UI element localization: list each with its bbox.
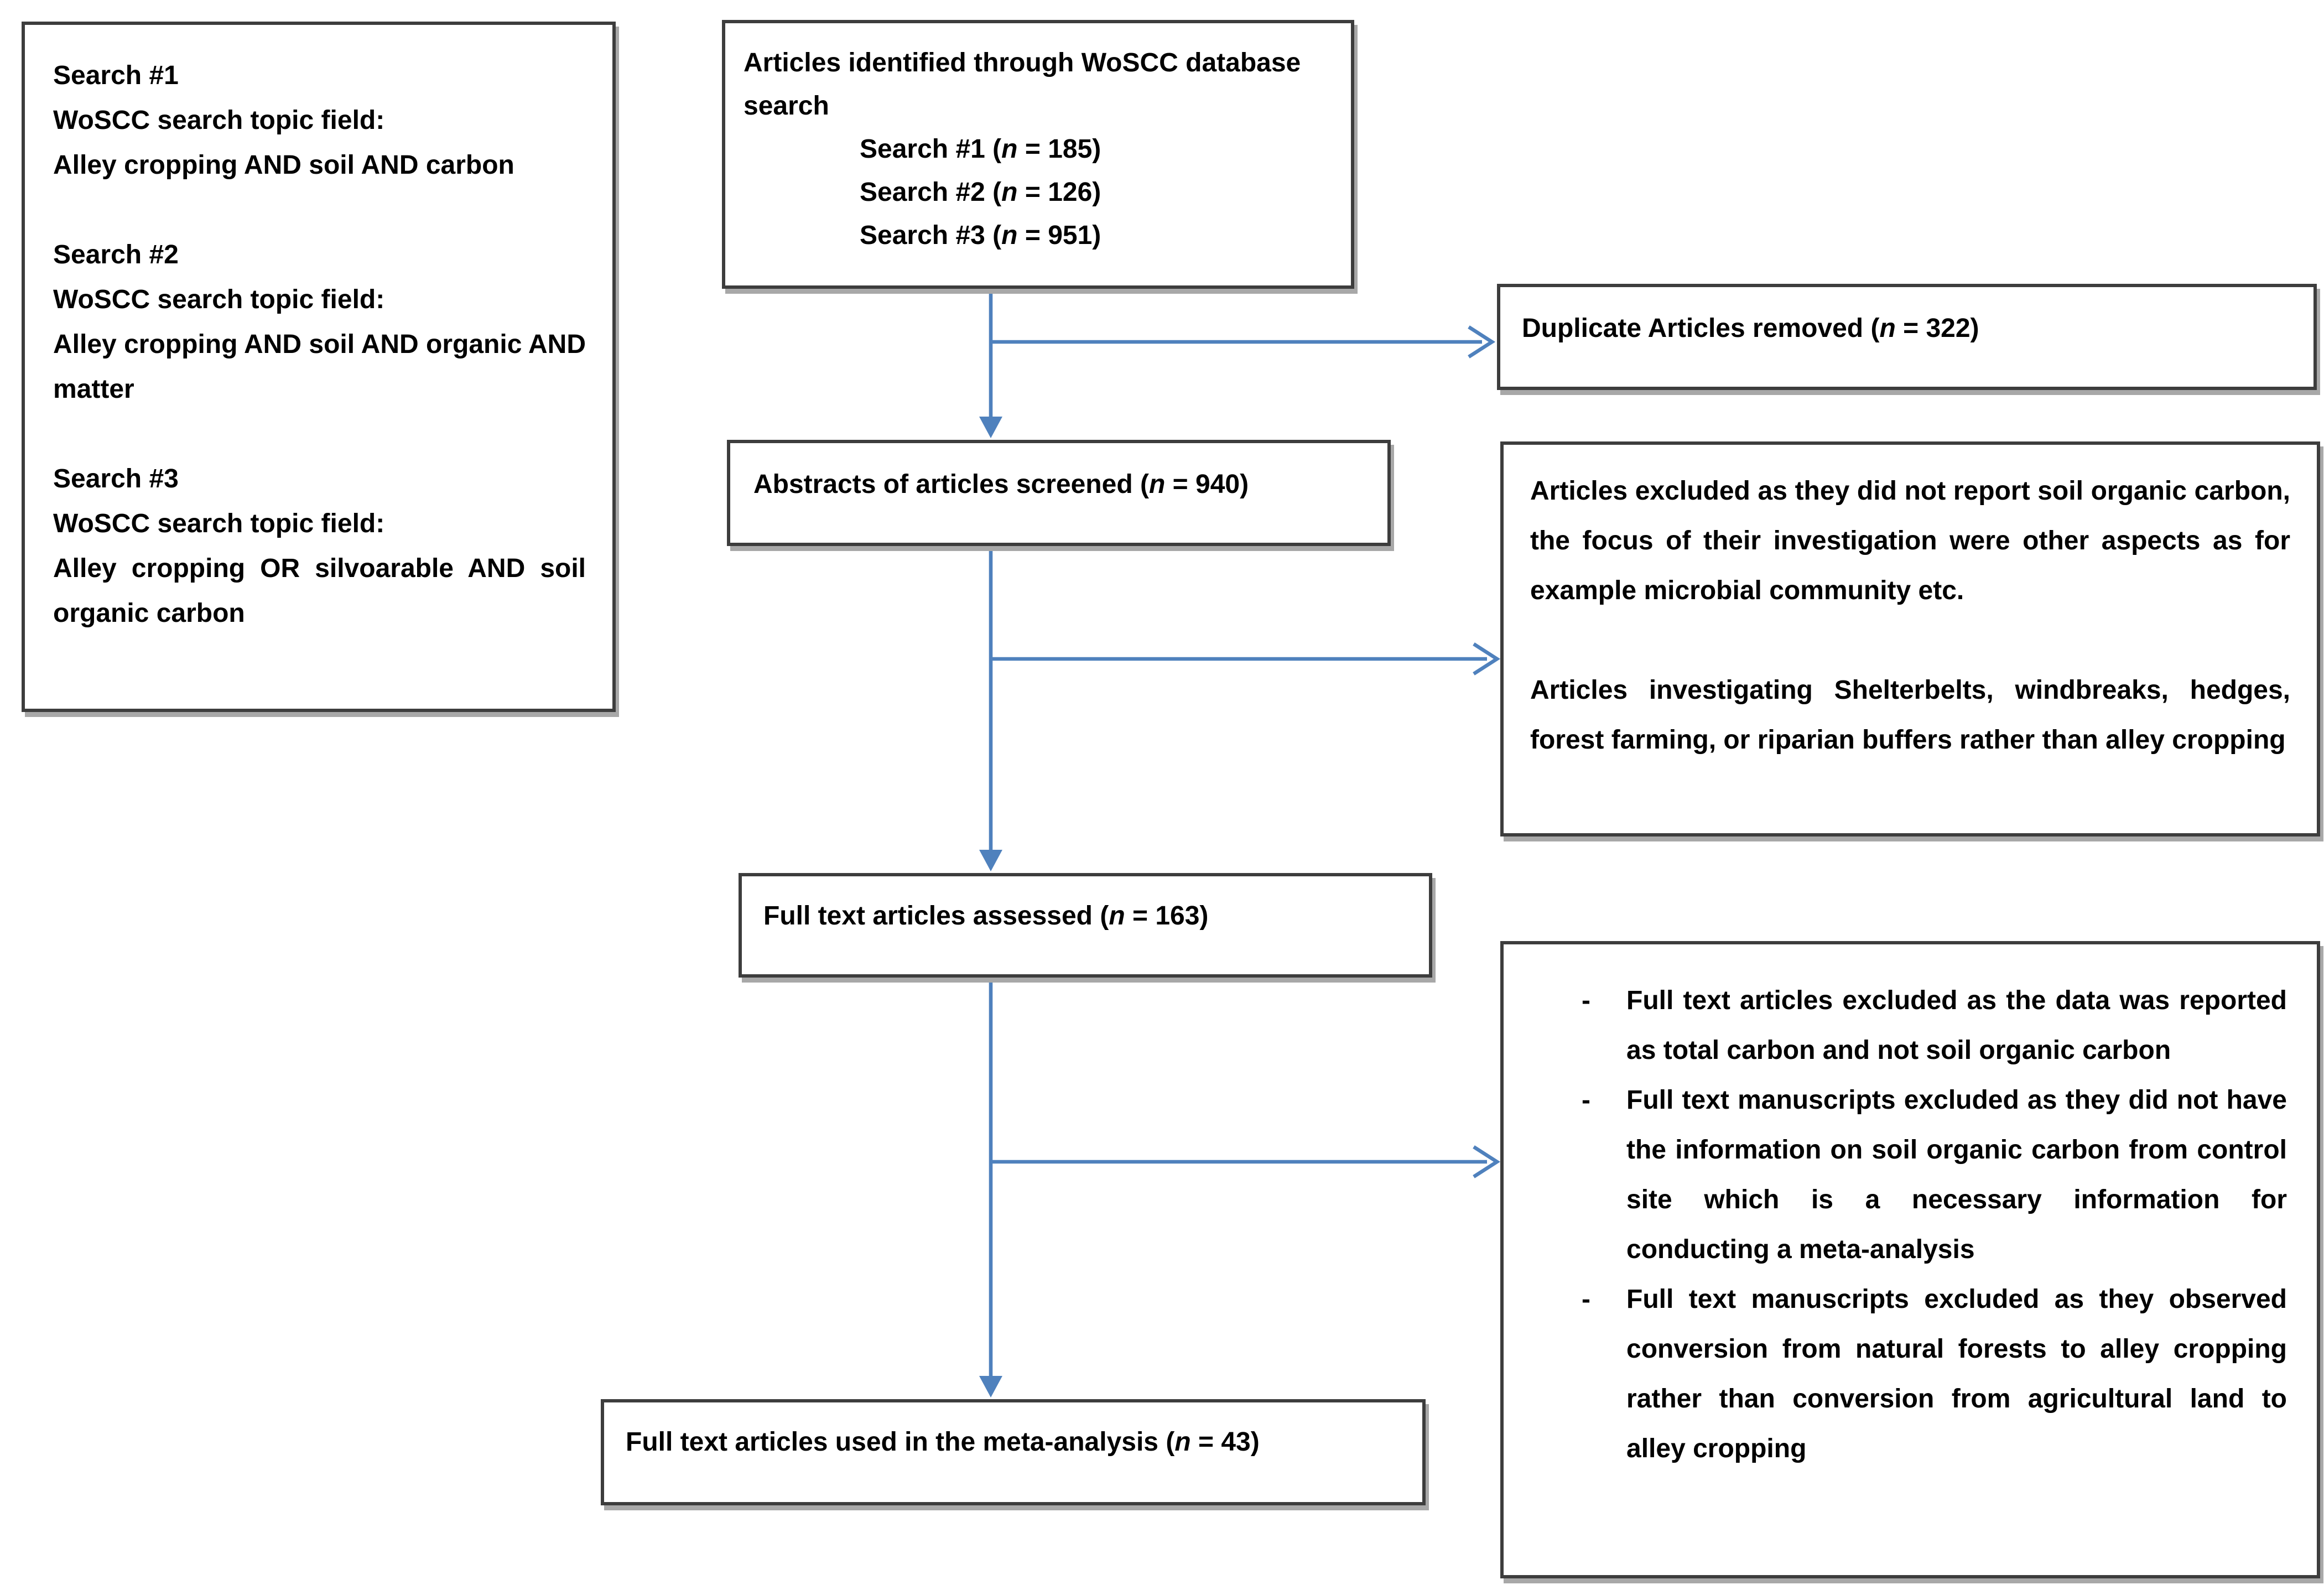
arrow-heads [979, 417, 1002, 1397]
abstracts-screened-box: Abstracts of articles screened (n = 940) [727, 440, 1391, 546]
count-value: = 43) [1190, 1427, 1260, 1457]
n-symbol: n [1148, 470, 1166, 499]
paren-open: ( [992, 178, 1002, 207]
bullet-dash: - [1582, 986, 1590, 1015]
n-symbol: n [1109, 901, 1125, 931]
paren-open: ( [992, 221, 1002, 250]
arrow-fulltext-to-final-head [979, 1376, 1002, 1397]
search-1-count: Search #1 (n = 185) [744, 128, 1324, 171]
fulltext-exclusion-text: Full text manuscripts excluded as they o… [1626, 1285, 2287, 1463]
paren-open: ( [1140, 470, 1149, 499]
n-symbol: n [1001, 134, 1018, 164]
count-value: = 185) [1017, 134, 1101, 164]
search-definition-1: Search #1 WoSCC search topic field: Alle… [53, 53, 586, 188]
search-query: Alley cropping AND soil AND organic AND … [53, 330, 586, 404]
screening-exclusion-paragraph-2: Articles investigating Shelterbelts, win… [1530, 676, 2290, 755]
count-label: Search #1 [860, 134, 993, 164]
final-text: Full text articles used in the meta-anal… [626, 1427, 1166, 1457]
count-label: Search #2 [860, 178, 993, 207]
search-definition-3: Search #3 WoSCC search topic field: Alle… [53, 456, 586, 636]
fulltext-assessed-box: Full text articles assessed (n = 163) [739, 873, 1432, 978]
abstracts-text: Abstracts of articles screened [753, 470, 1140, 499]
meta-analysis-included-box: Full text articles used in the meta-anal… [601, 1399, 1426, 1505]
search-2-count: Search #2 (n = 126) [744, 171, 1324, 214]
count-value: = 951) [1017, 221, 1101, 250]
search-field-label: WoSCC search topic field: [53, 509, 385, 538]
count-value: = 163) [1125, 901, 1209, 931]
screening-exclusion-paragraph-1: Articles excluded as they did not report… [1530, 476, 2290, 605]
arrow-branch-to-screening-exclusions-head [1473, 642, 1501, 676]
search-query: Alley cropping AND soil AND carbon [53, 150, 514, 180]
arrow-branch-to-fulltext-exclusions-head [1473, 1145, 1501, 1178]
search-field-label: WoSCC search topic field: [53, 106, 385, 135]
n-symbol: n [1001, 221, 1018, 250]
duplicates-text: Duplicate Articles removed [1522, 314, 1871, 343]
search-field-label: WoSCC search topic field: [53, 285, 385, 314]
articles-identified-title: Articles identified through WoSCC databa… [744, 48, 1301, 121]
articles-identified-box: Articles identified through WoSCC databa… [722, 20, 1354, 289]
fulltext-exclusion-item-3: - Full text manuscripts excluded as they… [1572, 1275, 2287, 1474]
search-title: Search #1 [53, 61, 179, 90]
paren-open: ( [1166, 1427, 1175, 1457]
search-definition-2: Search #2 WoSCC search topic field: Alle… [53, 232, 586, 412]
count-value: = 126) [1017, 178, 1101, 207]
search-title: Search #3 [53, 464, 179, 493]
n-symbol: n [1174, 1427, 1191, 1457]
arrow-branch-to-duplicates-head [1468, 325, 1496, 358]
count-value: = 322) [1895, 314, 1979, 343]
n-symbol: n [1001, 178, 1018, 207]
fulltext-exclusion-item-1: - Full text articles excluded as the dat… [1572, 976, 2287, 1075]
duplicates-removed-box: Duplicate Articles removed (n = 322) [1497, 284, 2317, 390]
search-3-count: Search #3 (n = 951) [744, 214, 1324, 257]
paren-open: ( [1870, 314, 1880, 343]
search-query: Alley cropping OR silvoarable AND soil o… [53, 554, 586, 628]
fulltext-exclusion-text: Full text manuscripts excluded as they d… [1626, 1085, 2287, 1264]
fulltext-exclusion-item-2: - Full text manuscripts excluded as they… [1572, 1075, 2287, 1275]
n-symbol: n [1879, 314, 1896, 343]
paren-open: ( [1100, 901, 1109, 931]
count-value: = 940) [1165, 470, 1249, 499]
fulltext-exclusion-text: Full text articles excluded as the data … [1626, 986, 2287, 1065]
bullet-dash: - [1582, 1085, 1590, 1115]
screening-exclusions-box: Articles excluded as they did not report… [1500, 441, 2320, 836]
count-label: Search #3 [860, 221, 993, 250]
arrow-identified-to-abstracts-head [979, 417, 1002, 438]
arrow-lines [989, 290, 1501, 1379]
paren-open: ( [992, 134, 1002, 164]
fulltext-exclusions-box: - Full text articles excluded as the dat… [1500, 941, 2320, 1578]
arrow-abstracts-to-fulltext-head [979, 850, 1002, 871]
fulltext-text: Full text articles assessed [763, 901, 1100, 931]
search-definitions-box: Search #1 WoSCC search topic field: Alle… [22, 22, 616, 712]
bullet-dash: - [1582, 1285, 1590, 1314]
search-title: Search #2 [53, 240, 179, 269]
